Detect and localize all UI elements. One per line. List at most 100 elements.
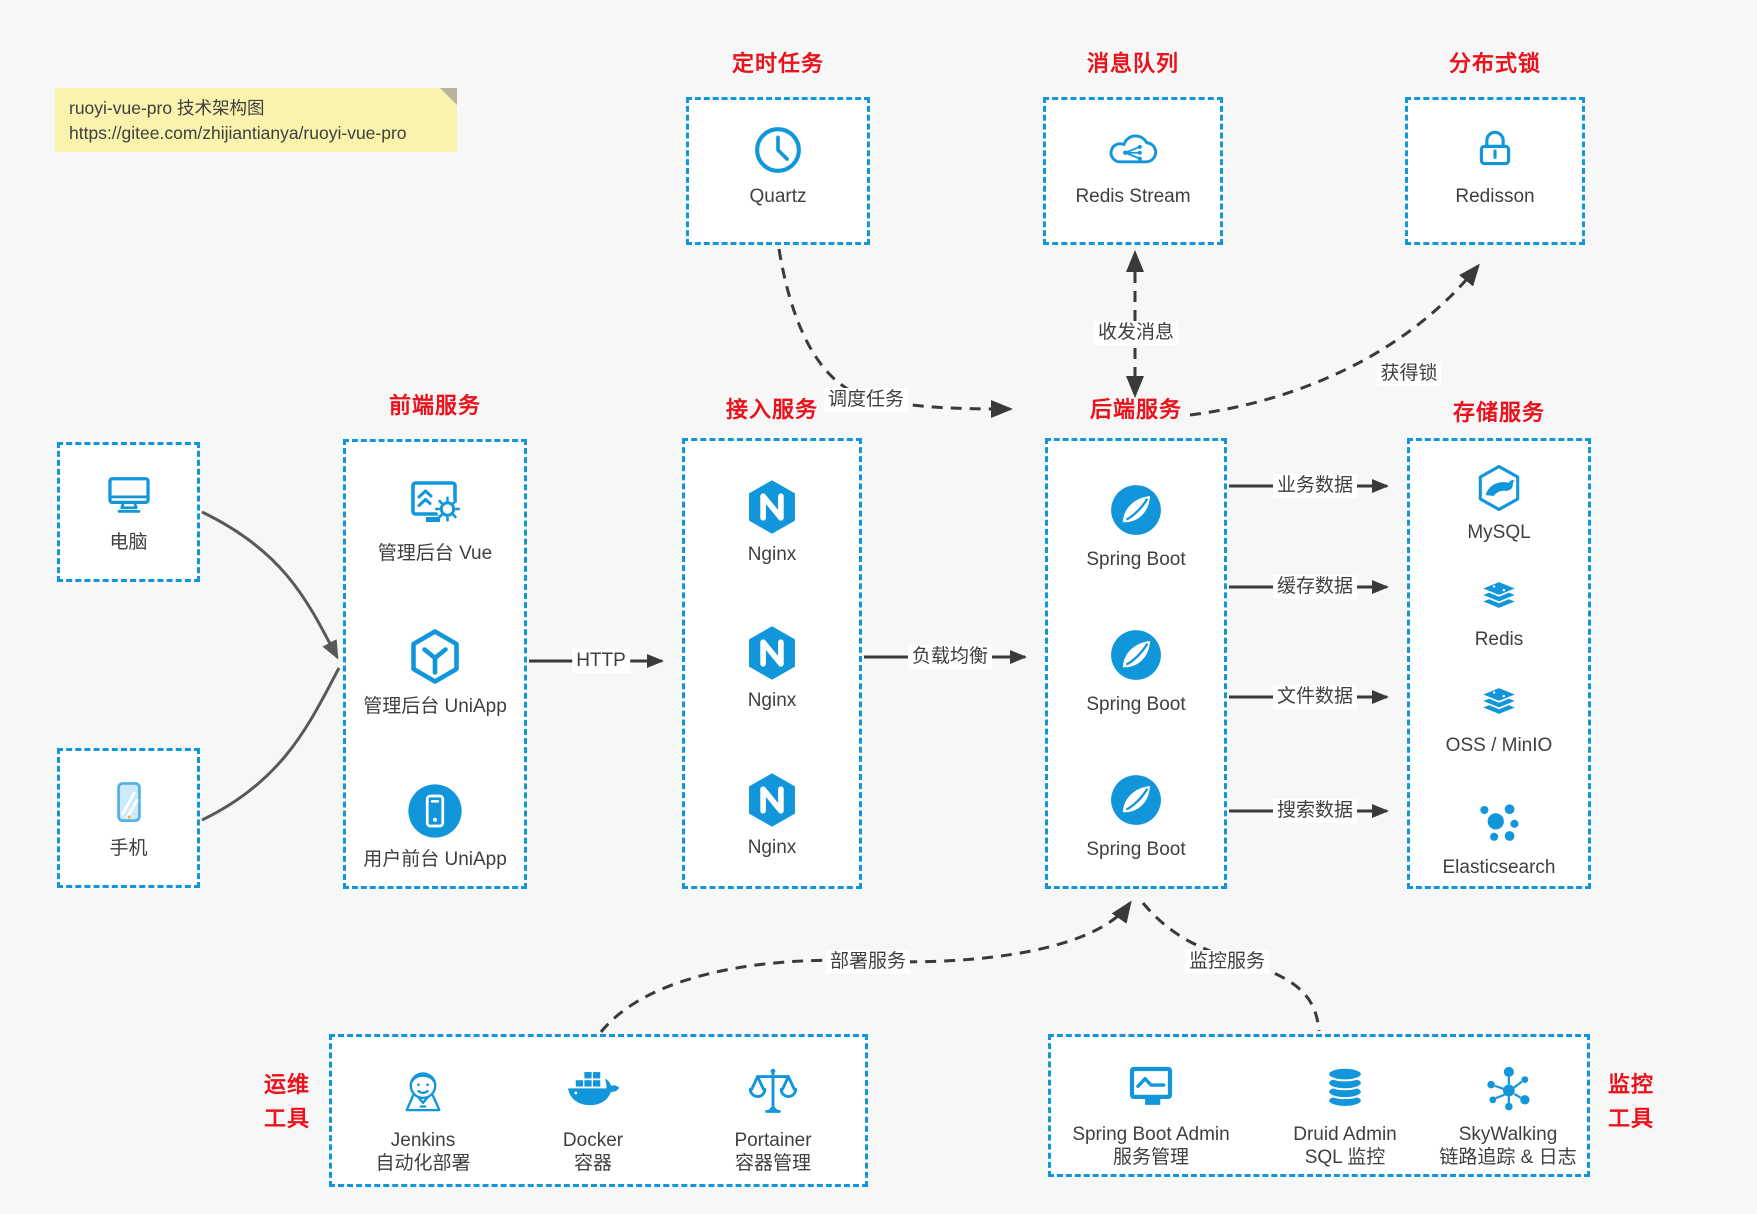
edge-label-monitor: 监控服务 <box>1184 950 1270 974</box>
box-storage-services: MySQL Redis OSS / MinIO Elasticsearch <box>1407 438 1591 889</box>
jenkins-desc: 自动化部署 <box>375 1153 471 1174</box>
node-label-nginx-1: Nginx <box>747 544 797 565</box>
edge-label-http: HTTP <box>572 649 630 673</box>
box-redis-stream: Redis Stream <box>1043 97 1223 245</box>
box-backend-services: Spring Boot Spring Boot Spring Boot <box>1045 438 1227 889</box>
spring-boot-icon <box>1107 481 1165 539</box>
skywalking-name: SkyWalking <box>1458 1124 1558 1145</box>
note-fold-corner <box>440 88 457 105</box>
node-label-mysql: MySQL <box>1467 522 1531 543</box>
note-url: https://gitee.com/zhijiantianya/ruoyi-vu… <box>69 123 407 144</box>
box-pc-client: 电脑 <box>57 442 200 582</box>
admin-vue-icon <box>403 472 467 536</box>
edge-label-get-lock: 获得锁 <box>1376 362 1442 386</box>
box-monitor-tools: Spring Boot Admin 服务管理 Druid Admin SQL 监… <box>1048 1034 1590 1177</box>
edge-label-cache-data: 缓存数据 <box>1272 575 1358 599</box>
elasticsearch-icon <box>1473 797 1525 849</box>
druid-icon <box>1318 1061 1372 1115</box>
lock-icon <box>1466 121 1524 179</box>
title-monitor-line2: 工具 <box>1607 1106 1655 1131</box>
edge-schedule-task <box>777 248 1013 418</box>
box-ops-tools: Jenkins 自动化部署 Docker 容器 Portainer 容器管理 <box>329 1034 868 1187</box>
node-label-jenkins: Jenkins 自动化部署 <box>375 1129 470 1175</box>
node-label-admin-vue: 管理后台 Vue <box>377 543 493 564</box>
node-label-oss-minio: OSS / MinIO <box>1445 735 1553 756</box>
nginx-icon <box>742 477 802 537</box>
title-storage-services: 存储服务 <box>1452 400 1546 425</box>
mysql-icon <box>1473 462 1525 514</box>
edge-label-deploy: 部署服务 <box>825 950 911 974</box>
box-phone-client: 手机 <box>57 748 200 888</box>
sticky-note: ruoyi-vue-pro 技术架构图 https://gitee.com/zh… <box>55 88 457 152</box>
spring-boot-icon <box>1107 771 1165 829</box>
cloud-stream-icon <box>1104 121 1162 179</box>
title-ops-tools: 运维 工具 <box>264 1068 310 1136</box>
portainer-name: Portainer <box>734 1130 812 1151</box>
box-frontend-services: 管理后台 Vue 管理后台 UniApp 用户前台 UniApp <box>343 439 527 889</box>
node-label-redis-stream: Redis Stream <box>1075 186 1191 207</box>
docker-desc: 容器 <box>573 1153 612 1174</box>
nginx-icon <box>742 770 802 830</box>
edge-label-business-data: 业务数据 <box>1272 474 1358 498</box>
sba-name: Spring Boot Admin <box>1072 1124 1230 1145</box>
skywalking-desc: 链路追踪 & 日志 <box>1439 1147 1577 1168</box>
node-label-druid: Druid Admin SQL 监控 <box>1293 1123 1397 1169</box>
portainer-icon <box>744 1063 802 1121</box>
node-label-springboot-2: Spring Boot <box>1086 694 1186 715</box>
sba-desc: 服务管理 <box>1112 1147 1189 1168</box>
redis-icon <box>1473 569 1525 621</box>
title-ops-line1: 运维 <box>263 1072 311 1097</box>
edge-acquire-lock <box>1189 263 1480 417</box>
node-label-redis: Redis <box>1474 629 1524 650</box>
node-label-redisson: Redisson <box>1455 186 1535 207</box>
node-label-pc: 电脑 <box>109 532 148 553</box>
title-monitor-line1: 监控 <box>1607 1072 1655 1097</box>
node-label-nginx-3: Nginx <box>747 837 797 858</box>
title-message-queue: 消息队列 <box>1086 51 1180 76</box>
edge-label-schedule: 调度任务 <box>823 388 909 412</box>
druid-name: Druid Admin <box>1293 1124 1397 1145</box>
node-label-quartz: Quartz <box>749 186 807 207</box>
skywalking-icon <box>1481 1061 1535 1115</box>
spring-boot-icon <box>1107 626 1165 684</box>
node-label-springboot-1: Spring Boot <box>1086 549 1186 570</box>
title-scheduled-tasks: 定时任务 <box>731 51 825 76</box>
title-distributed-lock: 分布式锁 <box>1448 51 1542 76</box>
edge-phone-to-frontend <box>201 667 341 822</box>
desktop-icon <box>100 467 158 525</box>
node-label-docker: Docker 容器 <box>563 1129 623 1175</box>
title-ops-line2: 工具 <box>263 1106 311 1131</box>
jenkins-icon <box>394 1063 452 1121</box>
jenkins-name: Jenkins <box>390 1130 456 1151</box>
title-frontend-services: 前端服务 <box>388 393 482 418</box>
edge-label-load-balance: 负载均衡 <box>907 645 993 669</box>
box-gateway-services: Nginx Nginx Nginx <box>682 438 862 889</box>
node-label-admin-uniapp: 管理后台 UniApp <box>363 696 507 717</box>
title-monitor-tools: 监控 工具 <box>1608 1068 1654 1136</box>
docker-name: Docker <box>562 1130 624 1151</box>
portainer-desc: 容器管理 <box>734 1153 811 1174</box>
node-label-sba: Spring Boot Admin 服务管理 <box>1072 1123 1229 1169</box>
druid-desc: SQL 监控 <box>1304 1147 1386 1168</box>
node-label-springboot-3: Spring Boot <box>1086 839 1186 860</box>
box-quartz: Quartz <box>686 97 870 245</box>
clock-icon <box>749 121 807 179</box>
node-label-user-uniapp: 用户前台 UniApp <box>363 849 507 870</box>
title-gateway-services: 接入服务 <box>725 397 819 422</box>
docker-icon <box>564 1063 622 1121</box>
mobile-app-icon <box>404 780 466 842</box>
edge-pc-to-frontend <box>201 510 339 660</box>
oss-icon <box>1473 675 1525 727</box>
node-label-elasticsearch: Elasticsearch <box>1442 857 1556 878</box>
edge-label-search-data: 搜索数据 <box>1272 799 1358 823</box>
uniapp-cube-icon <box>403 625 467 689</box>
nginx-icon <box>742 623 802 683</box>
note-title: ruoyi-vue-pro 技术架构图 <box>69 98 265 118</box>
box-redisson: Redisson <box>1405 97 1585 245</box>
node-label-nginx-2: Nginx <box>747 690 797 711</box>
node-label-skywalking: SkyWalking 链路追踪 & 日志 <box>1439 1123 1576 1169</box>
spring-boot-admin-icon <box>1124 1061 1178 1115</box>
title-backend-services: 后端服务 <box>1089 397 1183 422</box>
edge-label-messages: 收发消息 <box>1093 321 1179 345</box>
